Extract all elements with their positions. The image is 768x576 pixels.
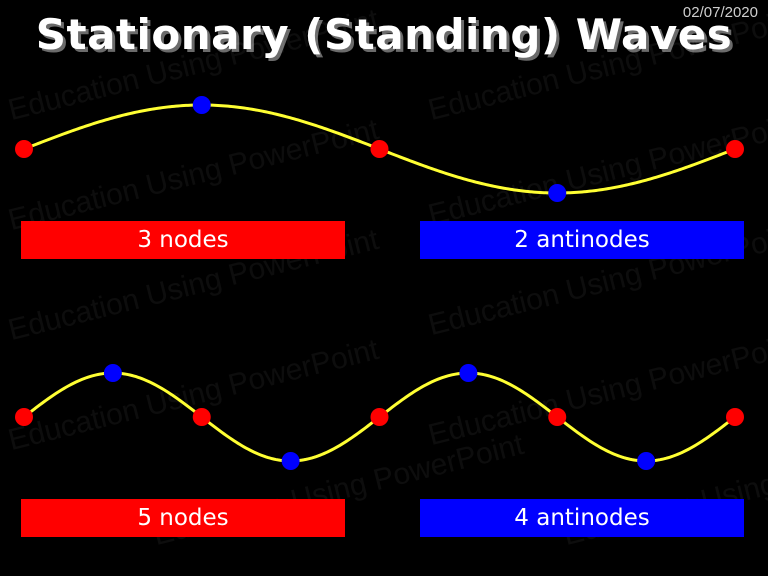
antinode-dot [103, 364, 122, 382]
antinode-dot [281, 452, 300, 470]
node-dot [726, 140, 744, 158]
antinode-dot [637, 452, 656, 470]
antinode-dot [459, 364, 478, 382]
node-dot [192, 408, 211, 426]
wave-four-loops [15, 364, 744, 470]
antinodes-label-1: 2 antinodes [420, 221, 744, 259]
slide-title: Stationary (Standing) Waves [35, 10, 733, 59]
slide-date: 02/07/2020 [682, 4, 758, 21]
antinodes-label-2: 4 antinodes [420, 499, 744, 537]
node-dot [15, 408, 33, 426]
wave-two-loops [15, 96, 744, 202]
node-dot [548, 408, 567, 426]
node-dot [370, 140, 389, 158]
node-dot [15, 140, 33, 158]
node-dot [726, 408, 744, 426]
nodes-label-1: 3 nodes [21, 221, 345, 259]
antinode-dot [192, 96, 211, 114]
node-dot [370, 408, 389, 426]
nodes-label-2: 5 nodes [21, 499, 345, 537]
antinode-dot [548, 184, 567, 202]
